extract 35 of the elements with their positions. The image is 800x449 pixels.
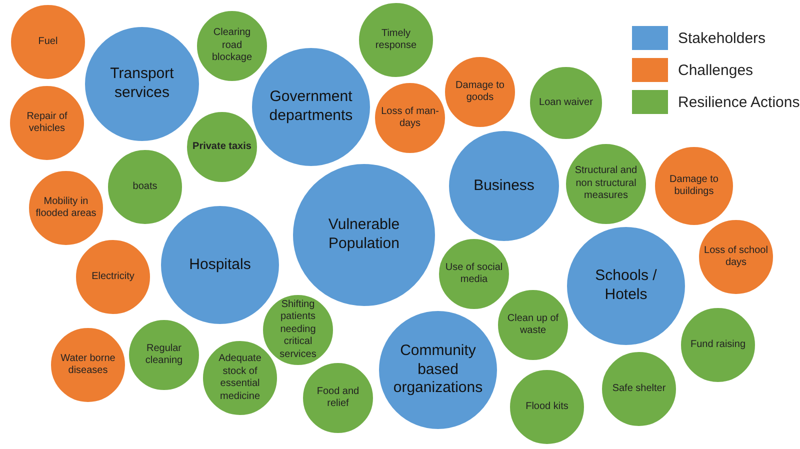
bubble-label: Food and relief (316, 386, 360, 410)
bubble-label: boats (132, 180, 158, 194)
bubble-label: Loss of man-days (380, 106, 440, 130)
bubble-label: Safe shelter (611, 382, 667, 396)
bubble-label: Repair of vehicles (26, 110, 68, 136)
bubble-label: Loan waiver (538, 96, 594, 110)
bubble-label: Mobility in flooded areas (34, 196, 98, 220)
bubble-label: Community based organizations (392, 342, 484, 398)
bubble-label: Use of social media (444, 262, 504, 286)
bubble-label: Government departments (268, 88, 354, 126)
bubble-label: Transport services (109, 65, 175, 103)
bubble-label: Hospitals (188, 256, 252, 274)
action-circle (262, 294, 334, 366)
bubble-label: Timely response (374, 28, 418, 52)
bubble-label: Flood kits (524, 400, 570, 414)
legend-label: Challenges (678, 62, 754, 78)
bubble-label: Fuel (37, 36, 59, 48)
bubble-label: Shifting patients needing critical services (278, 298, 318, 362)
bubble-label: Water borne diseases (60, 352, 116, 378)
bubble-label: Fund raising (689, 338, 747, 352)
bubble-label: Business (472, 176, 536, 196)
legend-label: Stakeholders (678, 30, 766, 46)
bubble-label: Private taxis (192, 140, 252, 154)
bubble-label: Clean up of waste (506, 312, 560, 338)
bubble-label: Regular cleaning (144, 342, 184, 368)
bubble-label: Clearing road blockage (210, 27, 254, 65)
bubble-label: Adequate stock of essential medicine (218, 353, 262, 403)
legend-label: Resilience Actions (678, 94, 800, 110)
bubble-label: Structural and non structural measures (574, 165, 638, 203)
bubble-label: Schools / Hotels (594, 267, 658, 305)
bubble-label: Damage to goods (454, 80, 506, 104)
bubble-label: Loss of school days (703, 244, 769, 270)
bubble-label: Electricity (90, 270, 136, 284)
bubble-label: Vulnerable Population (327, 216, 401, 254)
bubble-label: Damage to buildings (668, 174, 720, 198)
